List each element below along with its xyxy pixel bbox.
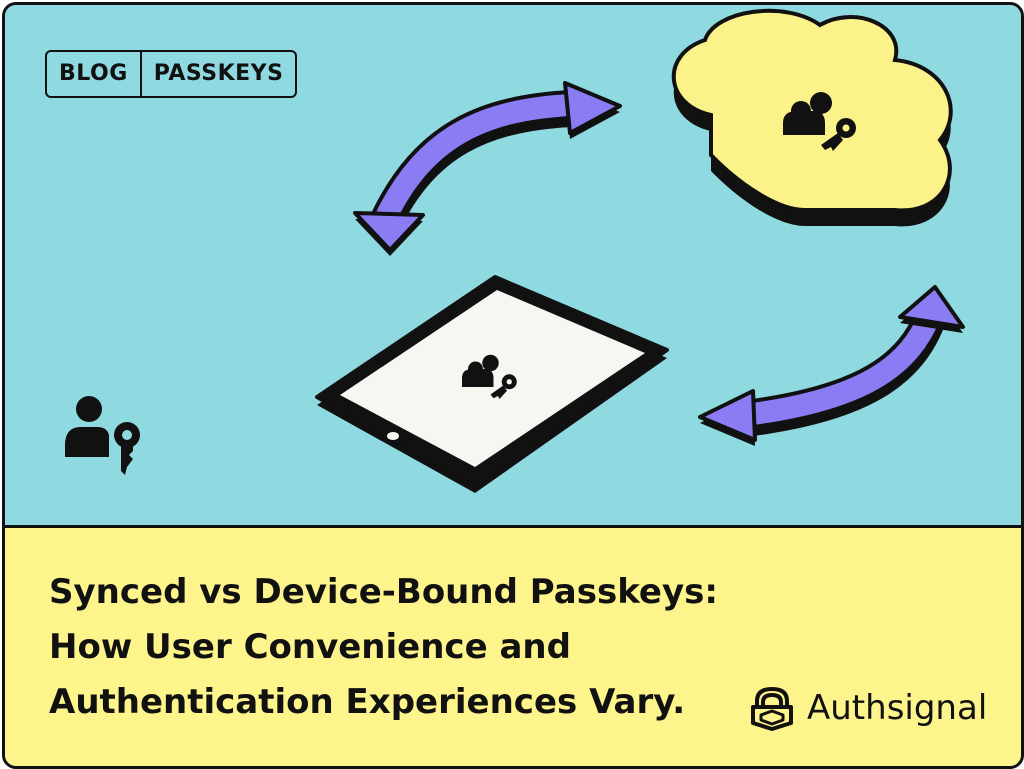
brand-logo[interactable]: Authsignal [749, 685, 987, 731]
passkey-sync-illustration [65, 8, 965, 493]
category-tags: BLOG PASSKEYS [45, 50, 298, 98]
title-panel [5, 525, 1021, 766]
authsignal-logo-icon [751, 686, 793, 731]
sync-arrow-icon [353, 81, 622, 256]
tag-blog[interactable]: BLOG [59, 61, 128, 86]
title-line: Synced vs Device-Bound Passkeys: [49, 572, 718, 612]
user-key-icon [462, 354, 517, 399]
brand-name: Authsignal [807, 688, 988, 728]
title-line: How User Convenience and [49, 627, 571, 667]
user-key-icon [783, 92, 856, 151]
user-key-icon [65, 396, 140, 475]
title-line: Authentication Experiences Vary. [49, 682, 686, 722]
sync-arrow-icon [698, 285, 965, 446]
page-title: Synced vs Device-Bound Passkeys: How Use… [49, 565, 769, 730]
tag-passkeys[interactable]: PASSKEYS [139, 52, 296, 96]
